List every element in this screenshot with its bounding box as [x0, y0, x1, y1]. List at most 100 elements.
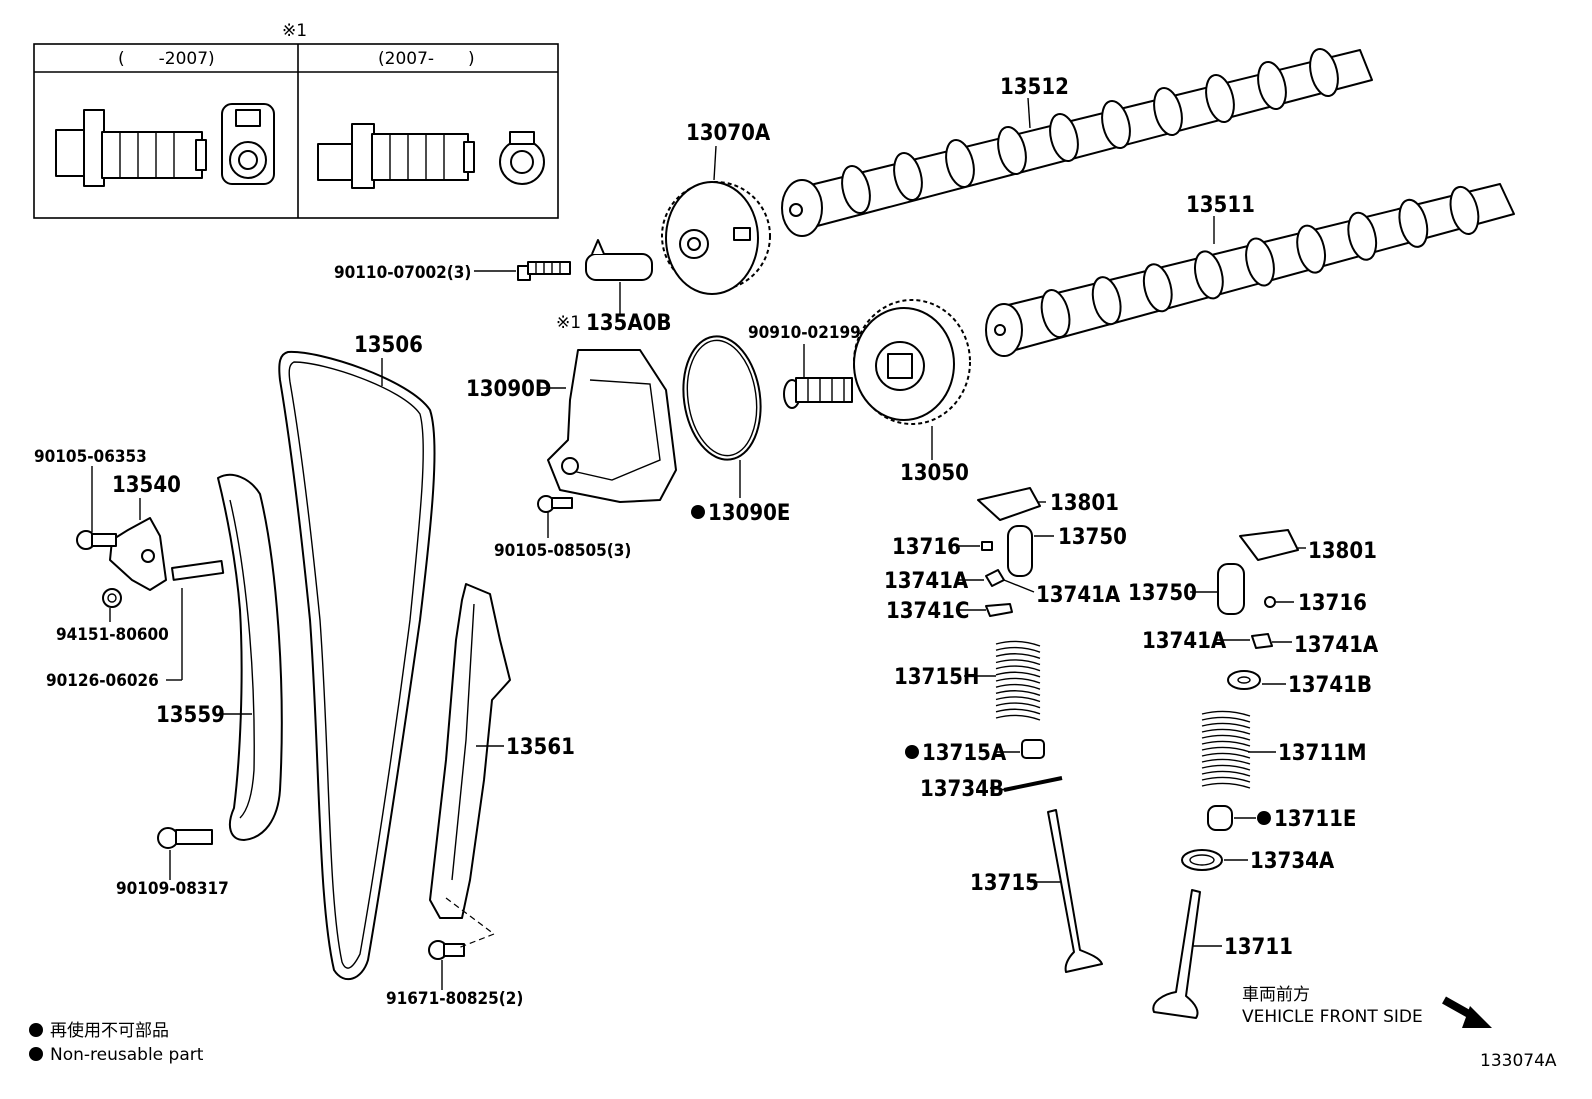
- inset-box: ※1 ( -2007) (2007- ): [33, 21, 559, 219]
- cam-lobe: [1091, 276, 1122, 326]
- bolt-90105-06353-icon: [76, 530, 117, 550]
- timing-cover-13090D: [547, 349, 677, 503]
- label-13711: 13711: [1224, 935, 1293, 960]
- rocker-arm-13801-right: [1239, 529, 1299, 561]
- cam-lobe: [1101, 100, 1131, 149]
- oil-control-valve-135A0B-icon: [585, 239, 653, 281]
- valve-spring-13711M: [1201, 710, 1251, 789]
- keeper-13741A-right: [1251, 633, 1273, 649]
- label-13741A-4: 13741A: [1294, 633, 1379, 658]
- bolt-90110-icon: [517, 261, 571, 281]
- stud-90126-icon: [170, 560, 225, 581]
- bolt-90109-icon: [157, 827, 213, 849]
- label-90910: 90910-02199: [748, 323, 861, 343]
- chain-tensioner-13540: [109, 517, 167, 591]
- keeper-13741A-left: [985, 569, 1005, 587]
- cam-lobe: [1449, 185, 1480, 235]
- legend-dot-jp: [29, 1023, 43, 1037]
- cam-lobe: [1296, 224, 1326, 274]
- bolt-90910-icon: [783, 377, 853, 409]
- label-90126: 90126-06026: [46, 671, 159, 691]
- label-13561: 13561: [506, 735, 575, 760]
- ocv-old-icon: [55, 109, 207, 187]
- cap-13716-left: [981, 541, 993, 551]
- label-13090D: 13090D: [466, 377, 551, 402]
- label-13050: 13050: [900, 461, 969, 486]
- cam-timing-gear-13050: [853, 299, 971, 425]
- cam-lobe: [945, 139, 975, 188]
- label-135A0B-marker: ※1: [556, 313, 581, 333]
- part-labels: 13512 13511 13070A 90110-07002(3) ※1 135…: [34, 75, 1379, 1009]
- inset-left-header: ( -2007): [118, 49, 215, 69]
- camshaft-13511: [985, 183, 1515, 357]
- camshaft-13512: [781, 48, 1373, 237]
- non-reusable-dot-13090E: [691, 505, 705, 519]
- direction-en: VEHICLE FRONT SIDE: [1242, 1007, 1423, 1027]
- valve-13715: [1047, 809, 1103, 973]
- label-13511: 13511: [1186, 193, 1255, 218]
- label-90105-08505: 90105-08505(3): [494, 541, 631, 561]
- cam-lobe: [997, 126, 1027, 175]
- label-13070A: 13070A: [686, 121, 771, 146]
- label-13734A: 13734A: [1250, 849, 1335, 874]
- label-13716-right: 13716: [1298, 591, 1367, 616]
- label-13715H: 13715H: [894, 665, 979, 690]
- nut-94151-icon: [102, 588, 122, 608]
- label-94151: 94151-80600: [56, 625, 169, 645]
- ocv-new-end-icon: [499, 131, 545, 185]
- valve-spring-13715H: [995, 640, 1041, 721]
- cam-lobe: [1398, 198, 1429, 248]
- cam-lobe: [1153, 87, 1183, 136]
- arrow-icon: [1442, 996, 1492, 1028]
- cam-lobe: [1040, 289, 1071, 339]
- inset-marker: ※1: [282, 21, 307, 41]
- vehicle-direction: 車両前方 VEHICLE FRONT SIDE: [1242, 985, 1492, 1028]
- chain-slipper-13559: [217, 473, 283, 841]
- leader-lines: [91, 97, 1306, 990]
- ocv-old-end-icon: [221, 103, 275, 185]
- cam-lobe: [1194, 250, 1224, 300]
- label-13716-left: 13716: [892, 535, 961, 560]
- label-13559: 13559: [156, 703, 225, 728]
- label-13540: 13540: [112, 473, 181, 498]
- non-reusable-dot-13711E: [1257, 811, 1271, 825]
- label-13801-right: 13801: [1308, 539, 1377, 564]
- direction-jp: 車両前方: [1242, 985, 1310, 1005]
- timing-chain-13506: [278, 350, 436, 981]
- label-13512: 13512: [1000, 75, 1069, 100]
- cam-lobe: [1049, 113, 1079, 162]
- lash-adjuster-13750-right: [1217, 563, 1245, 615]
- label-13506: 13506: [354, 333, 423, 358]
- cam-lobe: [1347, 211, 1378, 261]
- ocv-new-icon: [317, 123, 475, 189]
- label-135A0B: 135A0B: [586, 311, 672, 336]
- legend: 再使用不可部品 Non-reusable part: [29, 1020, 204, 1065]
- cam-lobe: [841, 165, 871, 214]
- inset-right-header: (2007- ): [378, 49, 475, 69]
- gasket-13090E: [682, 335, 762, 461]
- non-reusable-dot-13715A: [905, 745, 919, 759]
- cam-lobe: [893, 152, 923, 201]
- label-13801-left: 13801: [1050, 491, 1119, 516]
- label-13750-left: 13750: [1058, 525, 1127, 550]
- valve-13711: [1152, 889, 1201, 1019]
- legend-jp: 再使用不可部品: [50, 1020, 169, 1041]
- cam-lobe: [1205, 74, 1235, 123]
- legend-dot-en: [29, 1047, 43, 1061]
- legend-en: Non-reusable part: [50, 1045, 204, 1065]
- label-13715: 13715: [970, 871, 1039, 896]
- label-13741A-1: 13741A: [884, 569, 969, 594]
- valve-stem-oil-seal-13715A: [1021, 739, 1045, 759]
- label-13711M: 13711M: [1278, 741, 1367, 766]
- cam-lobe: [1245, 237, 1275, 287]
- guide-13734B: [1003, 776, 1063, 792]
- retainer-13741B: [1227, 670, 1261, 690]
- label-90105-06353: 90105-06353: [34, 447, 147, 467]
- cam-lobe: [1309, 48, 1339, 97]
- label-91671: 91671-80825(2): [386, 989, 523, 1009]
- bolt-91671-icon: [428, 897, 495, 960]
- label-13090E: 13090E: [708, 501, 790, 526]
- cap-13716-right: [1264, 596, 1276, 608]
- label-13715A: 13715A: [922, 741, 1007, 766]
- washer-13734A: [1181, 849, 1223, 871]
